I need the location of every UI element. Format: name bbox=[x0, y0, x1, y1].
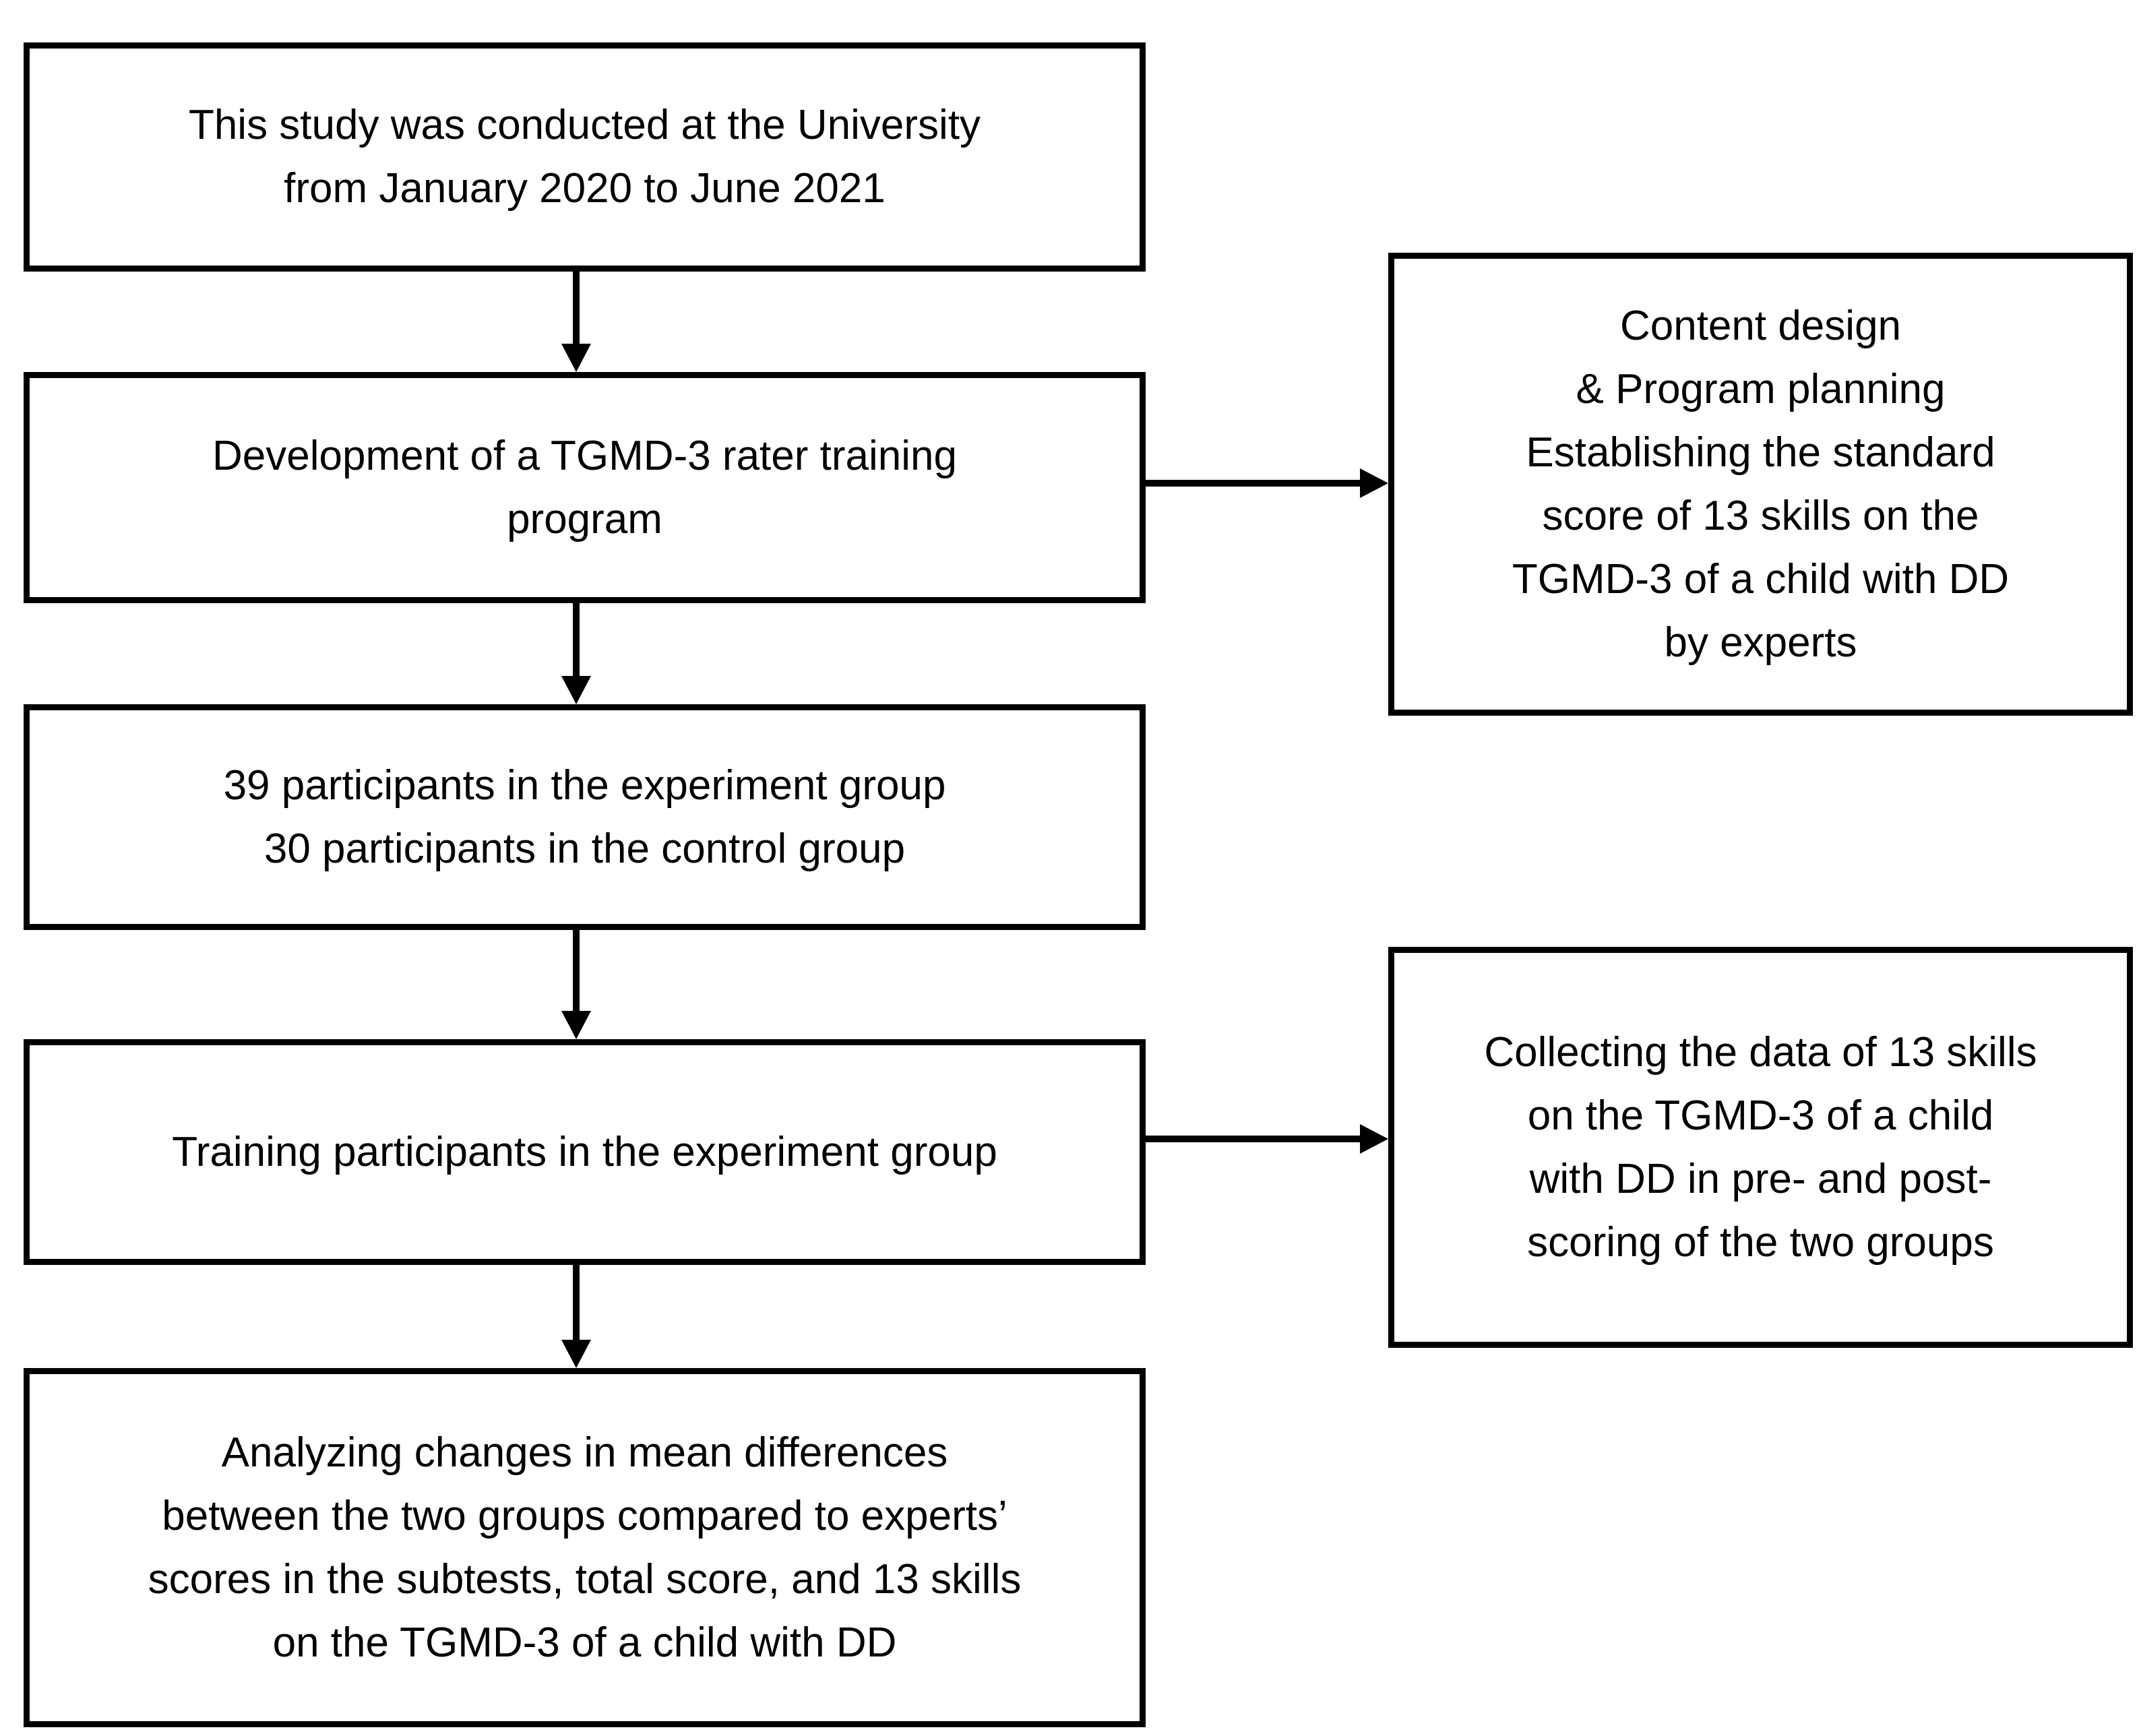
box-program-development: Development of a TGMD-3 rater training p… bbox=[24, 372, 1146, 603]
box-data-collection: Collecting the data of 13 skills on the … bbox=[1388, 947, 2133, 1348]
arrow-down-study-to-development bbox=[561, 272, 591, 372]
arrow-right-training-to-data-collection bbox=[1146, 1124, 1388, 1154]
arrow-shaft bbox=[573, 603, 580, 681]
box-content-design-line-5: TGMD-3 of a child with DD bbox=[1512, 555, 2010, 602]
box-content-design-line-1: Content design bbox=[1619, 302, 1902, 349]
arrow-shaft bbox=[1146, 480, 1365, 487]
box-analysis-line-2: between the two groups compared to exper… bbox=[162, 1492, 1007, 1539]
box-content-design-line-2: & Program planning bbox=[1576, 365, 1946, 412]
arrowhead-down-icon bbox=[561, 344, 591, 372]
box-participants-line-1: 39 participants in the experiment group bbox=[223, 762, 946, 809]
box-content-design-line-6: by experts bbox=[1664, 619, 1857, 666]
arrow-right-development-to-content-design bbox=[1146, 468, 1388, 498]
box-content-design-line-3: Establishing the standard bbox=[1526, 429, 1995, 476]
arrow-shaft bbox=[573, 930, 580, 1016]
box-data-collection-line-3: with DD in pre- and post- bbox=[1529, 1155, 1992, 1202]
box-data-collection-line-1: Collecting the data of 13 skills bbox=[1484, 1028, 2037, 1076]
box-training-line-1: Training participants in the experiment … bbox=[172, 1128, 997, 1175]
box-data-collection-line-4: scoring of the two groups bbox=[1527, 1218, 1994, 1266]
box-data-collection-line-2: on the TGMD-3 of a child bbox=[1527, 1092, 1994, 1139]
arrow-down-development-to-participants bbox=[561, 603, 591, 704]
arrow-shaft bbox=[573, 1265, 580, 1345]
arrowhead-down-icon bbox=[561, 676, 591, 704]
box-content-design-line-4: score of 13 skills on the bbox=[1542, 492, 1979, 539]
box-study-period: This study was conducted at the Universi… bbox=[24, 42, 1146, 272]
arrow-down-participants-to-training bbox=[561, 930, 591, 1039]
arrow-shaft bbox=[573, 272, 580, 349]
box-program-development-line-1: Development of a TGMD-3 rater training bbox=[212, 432, 957, 479]
box-study-period-line-1: This study was conducted at the Universi… bbox=[188, 102, 981, 148]
box-analysis: Analyzing changes in mean differences be… bbox=[24, 1368, 1146, 1727]
box-participants: 39 participants in the experiment group … bbox=[24, 704, 1146, 930]
box-content-design: Content design & Program planning Establ… bbox=[1388, 253, 2133, 716]
box-program-development-line-2: program bbox=[507, 495, 662, 542]
box-study-period-line-2: from January 2020 to June 2021 bbox=[284, 165, 886, 212]
box-analysis-line-1: Analyzing changes in mean differences bbox=[221, 1429, 948, 1476]
arrow-shaft bbox=[1146, 1136, 1365, 1142]
arrow-down-training-to-analysis bbox=[561, 1265, 591, 1368]
box-training: Training participants in the experiment … bbox=[24, 1039, 1146, 1265]
box-analysis-line-4: on the TGMD-3 of a child with DD bbox=[272, 1619, 897, 1666]
arrowhead-down-icon bbox=[561, 1011, 591, 1039]
arrowhead-down-icon bbox=[561, 1340, 591, 1368]
box-participants-line-2: 30 participants in the control group bbox=[263, 825, 906, 872]
arrowhead-right-icon bbox=[1360, 468, 1388, 498]
arrowhead-right-icon bbox=[1360, 1124, 1388, 1154]
box-analysis-line-3: scores in the subtests, total score, and… bbox=[148, 1555, 1022, 1603]
